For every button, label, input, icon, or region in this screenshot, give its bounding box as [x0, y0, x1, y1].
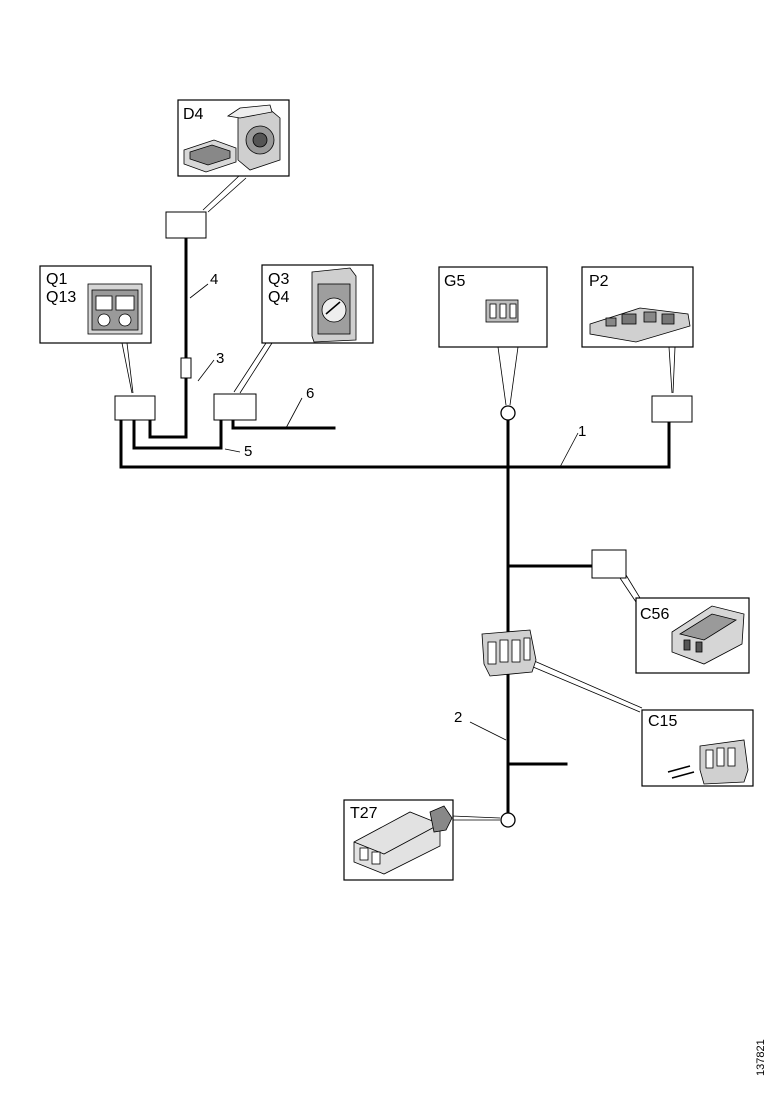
drawing-number: 137821 [755, 1039, 767, 1076]
g5-connector-picture [485, 299, 519, 323]
harness-6-label: 6 [306, 385, 314, 402]
harness-5-wire [132, 418, 223, 450]
g5-label: G5 [444, 273, 465, 290]
harness-3-label: 3 [216, 350, 224, 367]
p2-label: P2 [589, 273, 609, 290]
t27-connection-point [500, 812, 516, 828]
q1-connector [114, 395, 156, 421]
p2-circuit-board-picture [589, 307, 691, 343]
q4-label: Q4 [268, 289, 289, 306]
d4-tachograph-picture [183, 104, 281, 173]
d4-connector [165, 211, 207, 239]
harness-1-wire [119, 418, 671, 469]
harness-5-label: 5 [244, 443, 252, 460]
p2-connector [651, 395, 693, 423]
q3-connector [213, 393, 257, 421]
g5-connection-point [500, 405, 516, 421]
q3-label: Q3 [268, 271, 289, 288]
c56-label: C56 [640, 606, 669, 623]
c15-connector-picture [667, 739, 749, 785]
q1-q13-relay-picture [87, 283, 143, 335]
harness-4-wire [148, 236, 188, 439]
c15-inline-connector-picture [481, 629, 537, 677]
c15-label: C15 [648, 713, 677, 730]
harness-2-label: 2 [454, 709, 462, 726]
q1-label: Q1 [46, 271, 67, 288]
c56-connector [591, 549, 627, 579]
splice-marker [180, 357, 192, 379]
d4-label: D4 [183, 106, 204, 123]
c56-connector-picture [671, 605, 745, 665]
leader-lines [121, 174, 676, 821]
q3-q4-relay-picture [311, 267, 357, 343]
harness-4-label: 4 [210, 271, 218, 288]
harness-6-wire [231, 418, 336, 430]
t27-label: T27 [350, 805, 378, 822]
t27-sensor-picture [353, 805, 453, 875]
harness-1-label: 1 [578, 423, 586, 440]
q13-label: Q13 [46, 289, 76, 306]
harness-wires [119, 236, 671, 814]
